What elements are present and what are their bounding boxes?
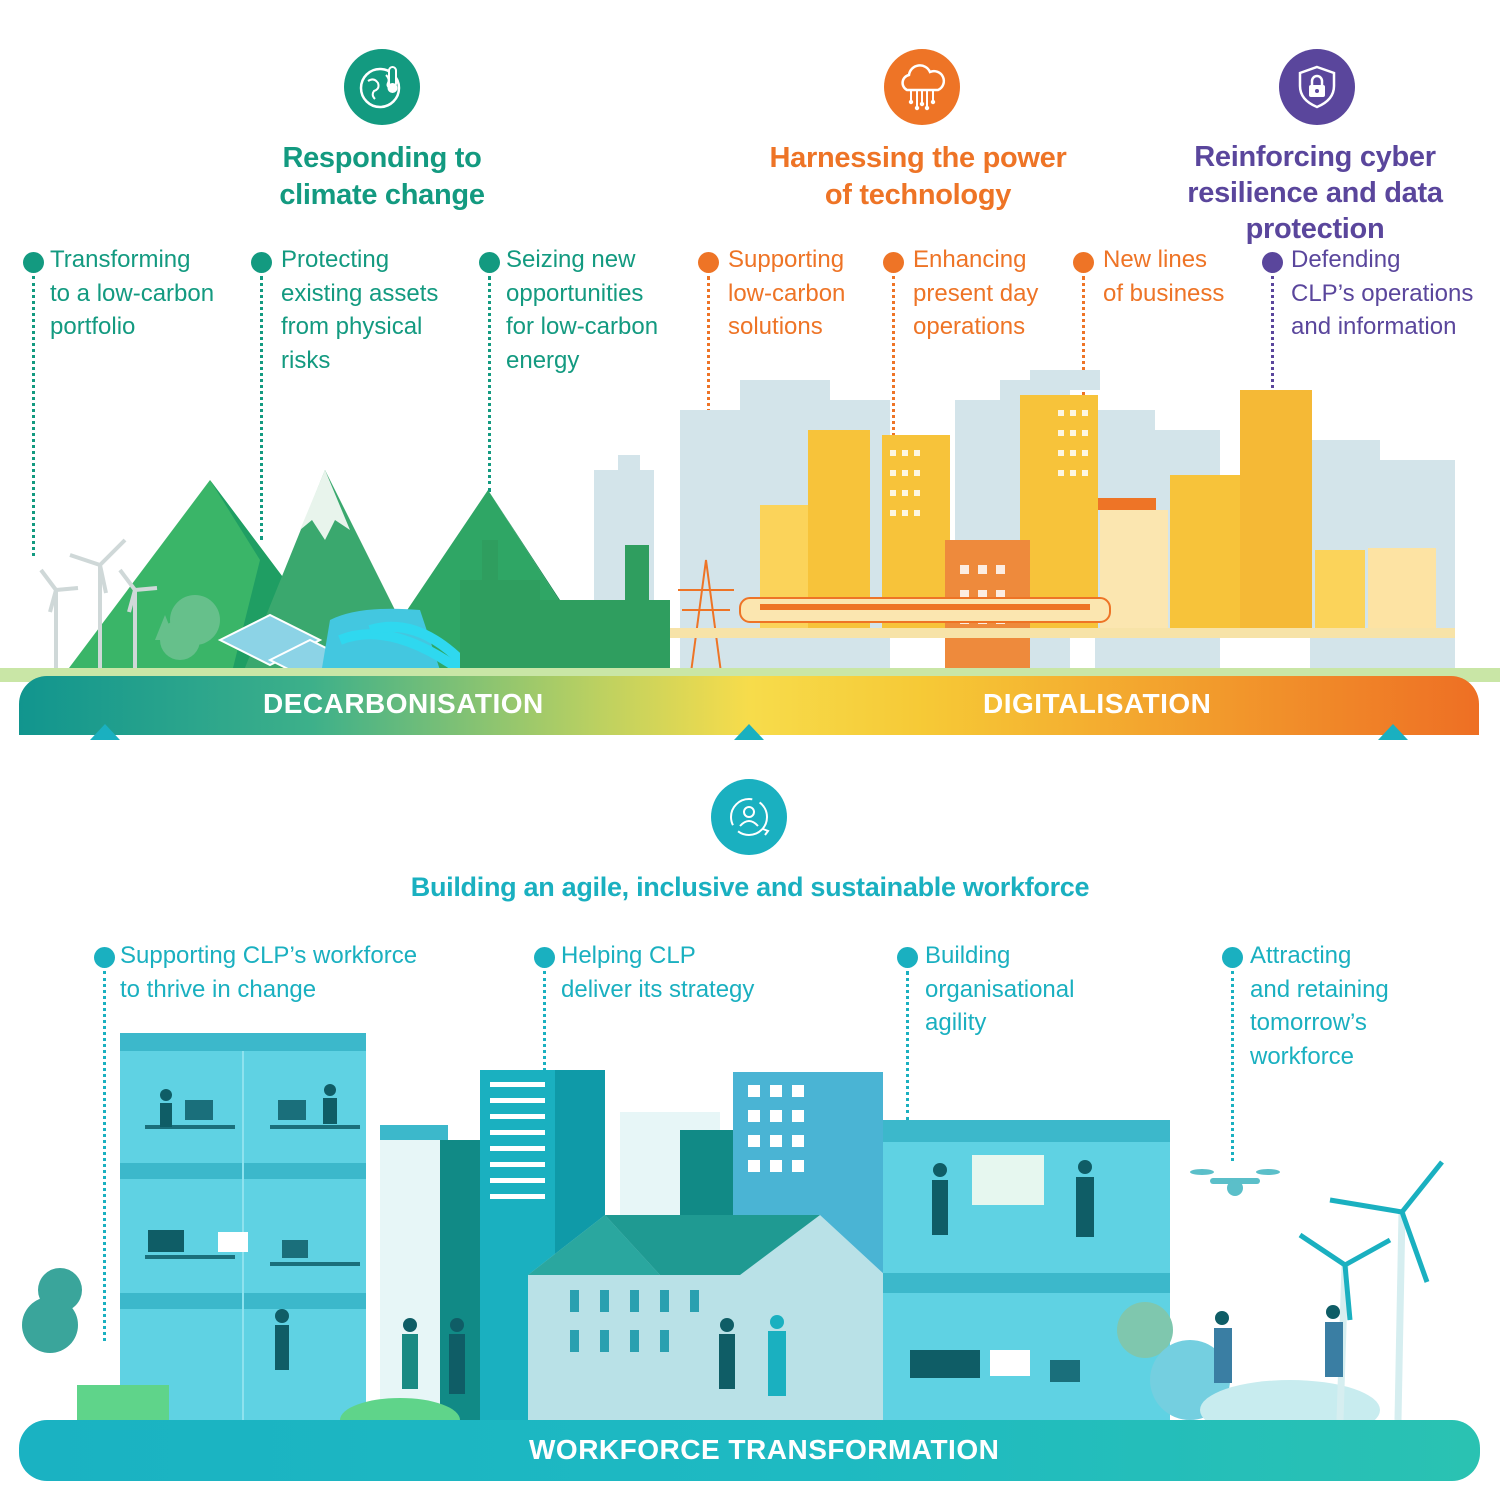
band-marker-triangle: [90, 724, 120, 740]
bullet-dot: [534, 947, 555, 968]
globe-thermometer-icon: [359, 66, 401, 109]
connector-line: [1271, 276, 1274, 388]
cyber-theme-title: Reinforcing cyber resilience and data pr…: [1187, 141, 1443, 245]
city-landscape-illustration: [0, 370, 1500, 682]
person-cycle-icon: [730, 798, 770, 836]
connector-line: [1231, 971, 1234, 1161]
technology-theme-icon: [884, 49, 960, 125]
bullet-dot: [698, 252, 719, 273]
drone-icon: [1190, 1169, 1280, 1196]
decarbonisation-item-2: Protecting existing assets from physical…: [281, 246, 439, 374]
digitalisation-item-3: New lines of business: [1103, 246, 1225, 307]
connector-line: [1082, 276, 1085, 396]
workforce-theme-icon: [711, 779, 787, 855]
climate-theme-title: Responding to climate change: [279, 142, 485, 211]
connector-line: [488, 276, 491, 492]
decarbonisation-item-1: Transforming to a low-carbon portfolio: [50, 246, 215, 340]
connector-line: [543, 971, 546, 1071]
cloud-circuit-icon: [901, 64, 946, 111]
people: [160, 1084, 1343, 1396]
bullet-dot: [1222, 947, 1243, 968]
decarbonisation-item-3: Seizing new opportunities for low-carbon…: [506, 246, 659, 374]
decarbonisation-label: DECARBONISATION: [263, 688, 544, 719]
technology-theme-title: Harnessing the power of technology: [769, 142, 1067, 211]
workforce-city-illustration: [22, 1033, 1444, 1430]
digitalisation-item-2: Enhancing present day operations: [913, 246, 1039, 340]
digitalisation-item-1: Supporting low-carbon solutions: [728, 246, 846, 340]
connector-line: [892, 276, 895, 436]
band-marker-triangle: [734, 724, 764, 740]
connector-line: [906, 971, 909, 1121]
digitalisation-label: DIGITALISATION: [983, 688, 1212, 719]
workforce-theme-title: Building an agile, inclusive and sustain…: [410, 872, 1090, 902]
bullet-dot: [1262, 252, 1283, 273]
connector-line: [103, 971, 106, 1341]
workforce-item-2: Helping CLP deliver its strategy: [561, 942, 755, 1003]
cyber-theme-icon: [1279, 49, 1355, 125]
workforce-item-4: Attracting and retaining tomorrow’s work…: [1250, 942, 1389, 1070]
connector-line: [260, 276, 263, 540]
connector-line: [32, 276, 35, 556]
shield-lock-icon: [1298, 65, 1336, 109]
bullet-dot: [883, 252, 904, 273]
cyber-item-1: Defending CLP’s operations and informati…: [1291, 246, 1474, 340]
bullet-dot: [23, 252, 44, 273]
transmission-pylon: [678, 559, 734, 681]
bullet-dot: [479, 252, 500, 273]
bullet-dot: [251, 252, 272, 273]
climate-theme-icon: [344, 49, 420, 125]
bullet-dot: [1073, 252, 1094, 273]
rail-viaduct: [670, 628, 1455, 638]
bullet-dot: [897, 947, 918, 968]
workforce-item-3: Building organisational agility: [925, 942, 1075, 1036]
bullet-dot: [94, 947, 115, 968]
workforce-item-1: Supporting CLP’s workforce to thrive in …: [120, 942, 418, 1003]
yellow-buildings: [760, 390, 1436, 680]
workforce-band: [19, 1420, 1480, 1481]
workforce-transformation-label: WORKFORCE TRANSFORMATION: [529, 1434, 1000, 1465]
band-marker-triangle: [1378, 724, 1408, 740]
wind-turbines: [39, 538, 158, 680]
power-plant: [460, 540, 670, 680]
